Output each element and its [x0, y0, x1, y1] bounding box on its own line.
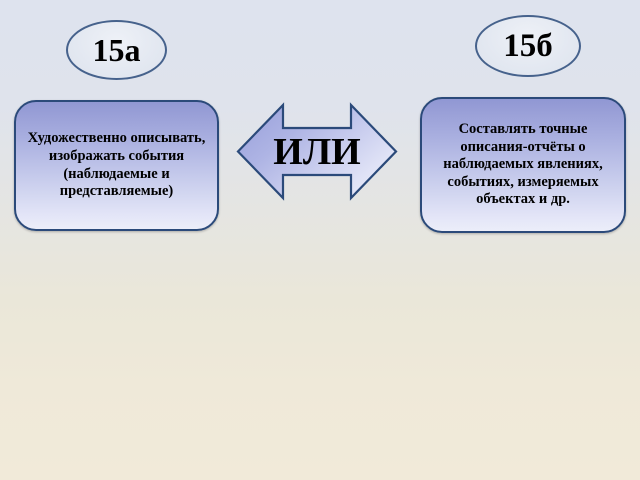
content-box-right-text: Составлять точные описания-отчёты о набл… [443, 121, 603, 208]
badge-15a-label: 15а [92, 32, 141, 68]
badge-15a: 15а [66, 20, 167, 80]
badge-15b-label: 15б [503, 27, 553, 64]
connector-double-arrow: ИЛИ [236, 99, 398, 204]
content-box-right: Составлять точные описания-отчёты о набл… [420, 97, 626, 233]
double-arrow-icon [236, 102, 398, 201]
content-box-left-text: Художественно описывать, изображать собы… [27, 130, 206, 200]
badge-15b: 15б [475, 15, 581, 77]
connector-label: ИЛИ [273, 130, 361, 173]
content-box-left: Художественно описывать, изображать собы… [14, 100, 219, 231]
